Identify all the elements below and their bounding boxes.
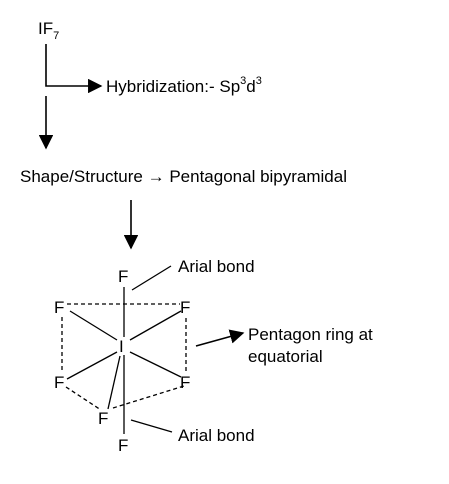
atom-eq-bottom: F (98, 409, 108, 428)
atom-axial-top: F (118, 267, 128, 286)
formula-base: IF (38, 19, 53, 38)
hybridization-sup2: 3 (256, 75, 262, 87)
hybridization-arrow (45, 44, 103, 94)
annotation-ring-line2: equatorial (248, 347, 323, 366)
bond-eq-bottom (107, 355, 121, 410)
formula-label: IF7 (38, 19, 59, 42)
ring-edge-lower-right (112, 385, 185, 409)
bond-lower-right (129, 351, 182, 378)
atom-eq-lower-left: F (54, 373, 64, 392)
shape-line: Shape/Structure → Pentagonal bipyramidal (20, 167, 347, 186)
atom-central: I (119, 337, 124, 356)
hybridization-label: Hybridization:- Sp3d3 (106, 75, 262, 96)
bonds (66, 287, 182, 434)
bond-upper-left (69, 310, 118, 341)
shape-label: Shape/Structure (20, 167, 143, 186)
bond-lower-left (66, 351, 118, 380)
hybridization-sup1: 3 (240, 75, 246, 87)
shape-value: Pentagonal bipyramidal (169, 167, 347, 186)
pointer-ring (195, 329, 245, 347)
formula-subscript: 7 (53, 30, 59, 42)
annotation-bottom-axial: Arial bond (178, 426, 255, 445)
atom-eq-upper-left: F (54, 298, 64, 317)
pointer-bottom-axial (130, 419, 173, 433)
hybridization-prefix: Hybridization:- Sp (106, 77, 240, 96)
pointer-top-axial (131, 265, 172, 291)
hybridization-mid: d (246, 77, 255, 96)
atom-eq-lower-right: F (180, 373, 190, 392)
shape-arrow-glyph: → (148, 167, 165, 186)
annotation-top-axial: Arial bond (178, 257, 255, 276)
bond-upper-right (129, 310, 182, 341)
ring-edge-lower-left (65, 386, 102, 411)
atom-eq-upper-right: F (180, 298, 190, 317)
atom-axial-bottom: F (118, 436, 128, 455)
annotation-ring-line1: Pentagon ring at (248, 325, 373, 344)
